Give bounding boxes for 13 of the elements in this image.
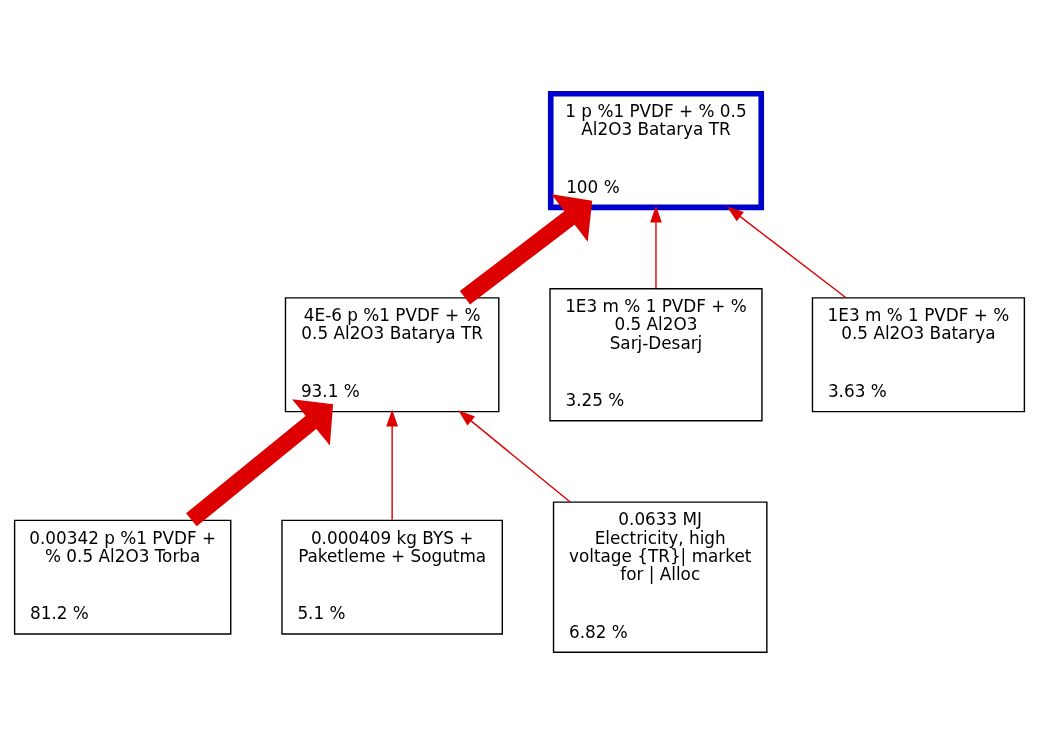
arrow (457, 409, 571, 503)
node-box: 1 p %1 PVDF + % 0.5 Al2O3 Batarya TR 100 % (547, 90, 764, 210)
arrow (726, 205, 847, 298)
arrow (459, 193, 592, 304)
arrow (185, 398, 333, 526)
arrow (649, 205, 662, 289)
node-box: 0.00342 p %1 PVDF + % 0.5 Al2O3 Torba 81.2 % (13, 519, 231, 635)
node-box: 0.000409 kg BYS + Paketleme + Sogutma 5.1 % (280, 519, 503, 635)
arrow (385, 409, 398, 520)
node-box: 1E3 m % 1 PVDF + % 0.5 Al2O3 Batarya 3.63 % (811, 296, 1025, 412)
node-box: 4E-6 p %1 PVDF + % 0.5 Al2O3 Batarya TR 93.1 % (284, 296, 499, 412)
node-box: 1E3 m % 1 PVDF + % 0.5 Al2O3 Sarj-Desarj 3.25 % (548, 287, 763, 421)
node-box: 0.0633 MJ Electricity, high voltage {TR}| market for | Alloc 6.82 % (552, 500, 768, 653)
